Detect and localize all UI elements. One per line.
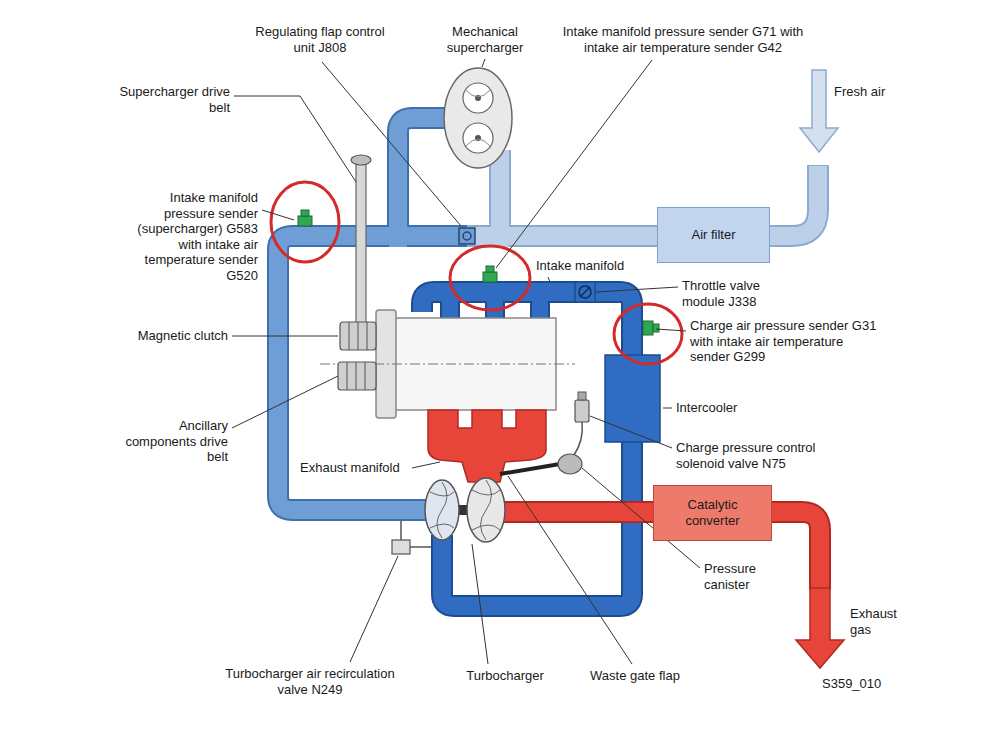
part-label: Intercooler [676, 400, 776, 416]
part-label: Exhaust gas [850, 606, 920, 637]
part-label: Ancillary components drive belt [110, 418, 228, 465]
pressure-sender [643, 321, 659, 335]
part-label: Pressure canister [704, 561, 784, 592]
pressure-sender [298, 210, 312, 226]
belt-drive [338, 155, 376, 390]
part-label: Supercharger drive belt [110, 84, 230, 115]
part-label: Intake manifold pressure sender G71 with… [548, 24, 818, 55]
intercooler-shape [605, 355, 660, 442]
part-label: Charge air pressure sender G31 with inta… [690, 318, 880, 365]
leader-line [232, 59, 700, 664]
filter-box: Air filter [657, 207, 770, 263]
part-label: Waste gate flap [575, 668, 695, 684]
part-label: Exhaust manifold [300, 460, 412, 476]
recirculation-valve-symbol [392, 521, 431, 554]
turbocharger-symbol [425, 478, 505, 542]
part-label: Turbocharger air recirculation valve N24… [225, 666, 395, 697]
regulating-flap-symbol [459, 228, 475, 244]
part-label: Intake manifold pressure sender (superch… [126, 190, 258, 284]
fresh-air-arrow [800, 70, 838, 152]
part-label: Mechanical supercharger [430, 24, 540, 55]
part-label: Charge pressure control solenoid valve N… [676, 440, 856, 471]
part-label: Turbocharger [455, 668, 555, 684]
pressure-sender [483, 266, 497, 282]
highlight-circle [271, 182, 682, 364]
exhaust-arrow [796, 588, 844, 668]
part-label: Magnetic clutch [100, 328, 228, 344]
node-text: Catalytic converter [661, 497, 764, 528]
part-label: Throttle valve module J338 [682, 278, 792, 309]
engine-block [320, 310, 575, 418]
part-label: Intake manifold [536, 258, 646, 274]
part-label: S359_010 [822, 676, 922, 692]
wastegate-actuator [500, 392, 589, 474]
converter-box: Catalytic converter [653, 485, 772, 541]
part-label: Fresh air [834, 84, 924, 100]
node-text: Air filter [691, 227, 735, 243]
throttle-valve-symbol [575, 282, 595, 302]
part-label: Regulating flap control unit J808 [255, 24, 385, 55]
supercharger-symbol [444, 68, 512, 168]
